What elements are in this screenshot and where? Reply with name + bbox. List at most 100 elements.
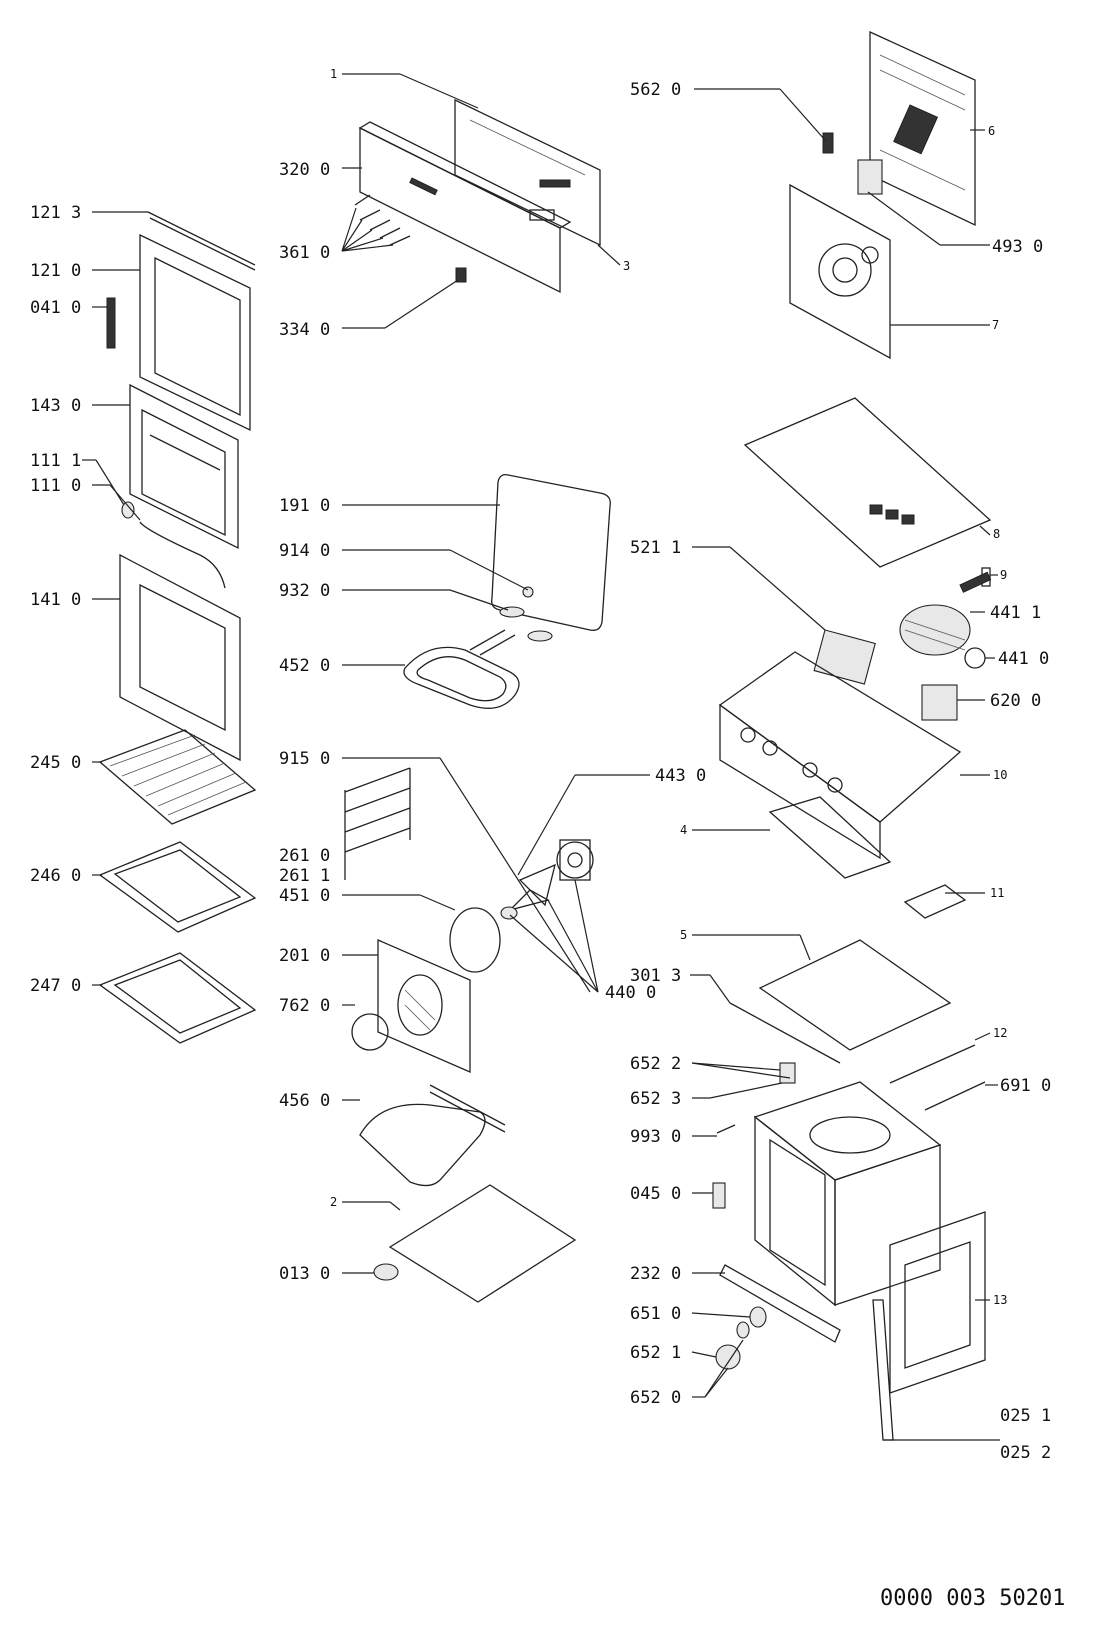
- part-1-bracket: [454, 98, 601, 247]
- part-691-sensor: [924, 1081, 986, 1111]
- label-part-2: 2: [330, 1195, 337, 1209]
- part-121-3-strip: [147, 211, 256, 266]
- label-part-232: 232 0: [630, 1264, 681, 1284]
- part-334-clip: [455, 267, 467, 283]
- label-part-013: 013 0: [279, 1264, 330, 1284]
- label-part-041: 041 0: [30, 298, 81, 318]
- label-part-111-0: 111 0: [30, 476, 81, 496]
- part-121-0-outer-door: [139, 233, 251, 432]
- part-6-back-cover: [869, 30, 976, 227]
- right-parts-group: [712, 397, 992, 1441]
- part-562: [822, 132, 834, 154]
- part-914: [522, 586, 534, 598]
- label-part-334: 334 0: [279, 320, 330, 340]
- label-part-652-0: 652 0: [630, 1388, 681, 1408]
- label-part-9: 9: [1000, 568, 1007, 582]
- part-452-grill-element: [403, 629, 520, 709]
- part-11-bracket: [903, 884, 967, 919]
- label-part-143: 143 0: [30, 396, 81, 416]
- label-part-456: 456 0: [279, 1091, 330, 1111]
- label-part-521: 521 1: [630, 538, 681, 558]
- part-111-0-rod: [139, 521, 226, 589]
- part-045: [712, 1182, 726, 1209]
- label-part-121-0: 121 0: [30, 261, 81, 281]
- label-part-6: 6: [988, 124, 995, 138]
- part-12-rail: [889, 1044, 976, 1084]
- part-201-fan-cover: [377, 939, 471, 1073]
- part-443-fan-motor: [556, 839, 594, 881]
- label-part-025-1: 025 1: [1000, 1406, 1051, 1426]
- part-493: [857, 159, 883, 195]
- part-5-base: [758, 939, 952, 1051]
- part-651: [749, 1306, 767, 1328]
- label-part-652-2: 652 2: [630, 1054, 681, 1074]
- part-13-side-panel: [889, 1211, 986, 1394]
- leader-lines: [82, 73, 1000, 1441]
- label-part-4: 4: [680, 823, 687, 837]
- part-245-rack: [98, 729, 257, 825]
- part-620: [921, 684, 958, 721]
- label-part-452: 452 0: [279, 656, 330, 676]
- label-part-5: 5: [680, 928, 687, 942]
- part-521-switch: [813, 629, 876, 685]
- label-part-440: 440 0: [605, 983, 656, 1003]
- part-7-fan-plate: [789, 183, 891, 360]
- label-part-441-0: 441 0: [998, 649, 1049, 669]
- part-652-2: [779, 1062, 796, 1084]
- label-part-201: 201 0: [279, 946, 330, 966]
- label-part-914: 914 0: [279, 541, 330, 561]
- label-part-652-3: 652 3: [630, 1089, 681, 1109]
- label-part-301-3: 301 3: [630, 966, 681, 986]
- label-part-12: 12: [993, 1026, 1007, 1040]
- label-part-191: 191 0: [279, 496, 330, 516]
- label-part-1: 1: [330, 67, 337, 81]
- label-part-620: 620 0: [990, 691, 1041, 711]
- label-part-13: 13: [993, 1293, 1007, 1307]
- label-part-762: 762 0: [279, 996, 330, 1016]
- part-762-gasket: [351, 1013, 389, 1051]
- part-993-screw: [716, 1124, 736, 1134]
- part-301-3-strip: [729, 1002, 841, 1064]
- control-panel-group: [354, 98, 601, 294]
- label-part-652-1: 652 1: [630, 1343, 681, 1363]
- part-247-tray: [98, 952, 257, 1044]
- label-part-141: 141 0: [30, 590, 81, 610]
- part-4-plate: [768, 796, 892, 879]
- part-143-glass-frame: [129, 383, 239, 550]
- label-part-993: 993 0: [630, 1127, 681, 1147]
- part-141-glass: [119, 553, 241, 762]
- label-part-361: 361 0: [279, 243, 330, 263]
- label-part-915: 915 0: [279, 749, 330, 769]
- label-part-261-1: 261 1: [279, 866, 330, 886]
- part-labels: 1 320 0 361 0 3 334 0 562 0 6 493 0 7 12…: [30, 67, 1065, 1611]
- label-part-7: 7: [992, 318, 999, 332]
- label-part-493: 493 0: [992, 237, 1043, 257]
- oven-cavity: [753, 1081, 942, 1307]
- label-part-11: 11: [990, 886, 1004, 900]
- label-part-562: 562 0: [630, 80, 681, 100]
- label-part-025-2: 025 2: [1000, 1443, 1051, 1463]
- part-652-1-knob: [715, 1344, 741, 1370]
- center-parts-group: [344, 474, 611, 1303]
- label-part-121-3: 121 3: [30, 203, 81, 223]
- label-part-245: 245 0: [30, 753, 81, 773]
- document-number: 0000 003 50201: [880, 1586, 1065, 1611]
- part-232-strip: [719, 1264, 841, 1343]
- part-441-tangential-fan: [899, 571, 992, 669]
- part-2-base-plate: [388, 1184, 577, 1303]
- label-part-247: 247 0: [30, 976, 81, 996]
- part-440-fan-blade: [500, 863, 556, 920]
- label-part-691: 691 0: [1000, 1076, 1051, 1096]
- part-246-tray: [98, 841, 257, 933]
- door-assembly-group: [98, 211, 257, 1044]
- label-part-3: 3: [623, 259, 630, 273]
- label-part-651: 651 0: [630, 1304, 681, 1324]
- label-part-320: 320 0: [279, 160, 330, 180]
- part-191-seal: [491, 474, 611, 631]
- part-013-foot: [373, 1263, 399, 1281]
- part-451-ring-element: [449, 907, 501, 973]
- part-8-top-cover: [743, 397, 992, 568]
- label-part-111-1: 111 1: [30, 451, 81, 471]
